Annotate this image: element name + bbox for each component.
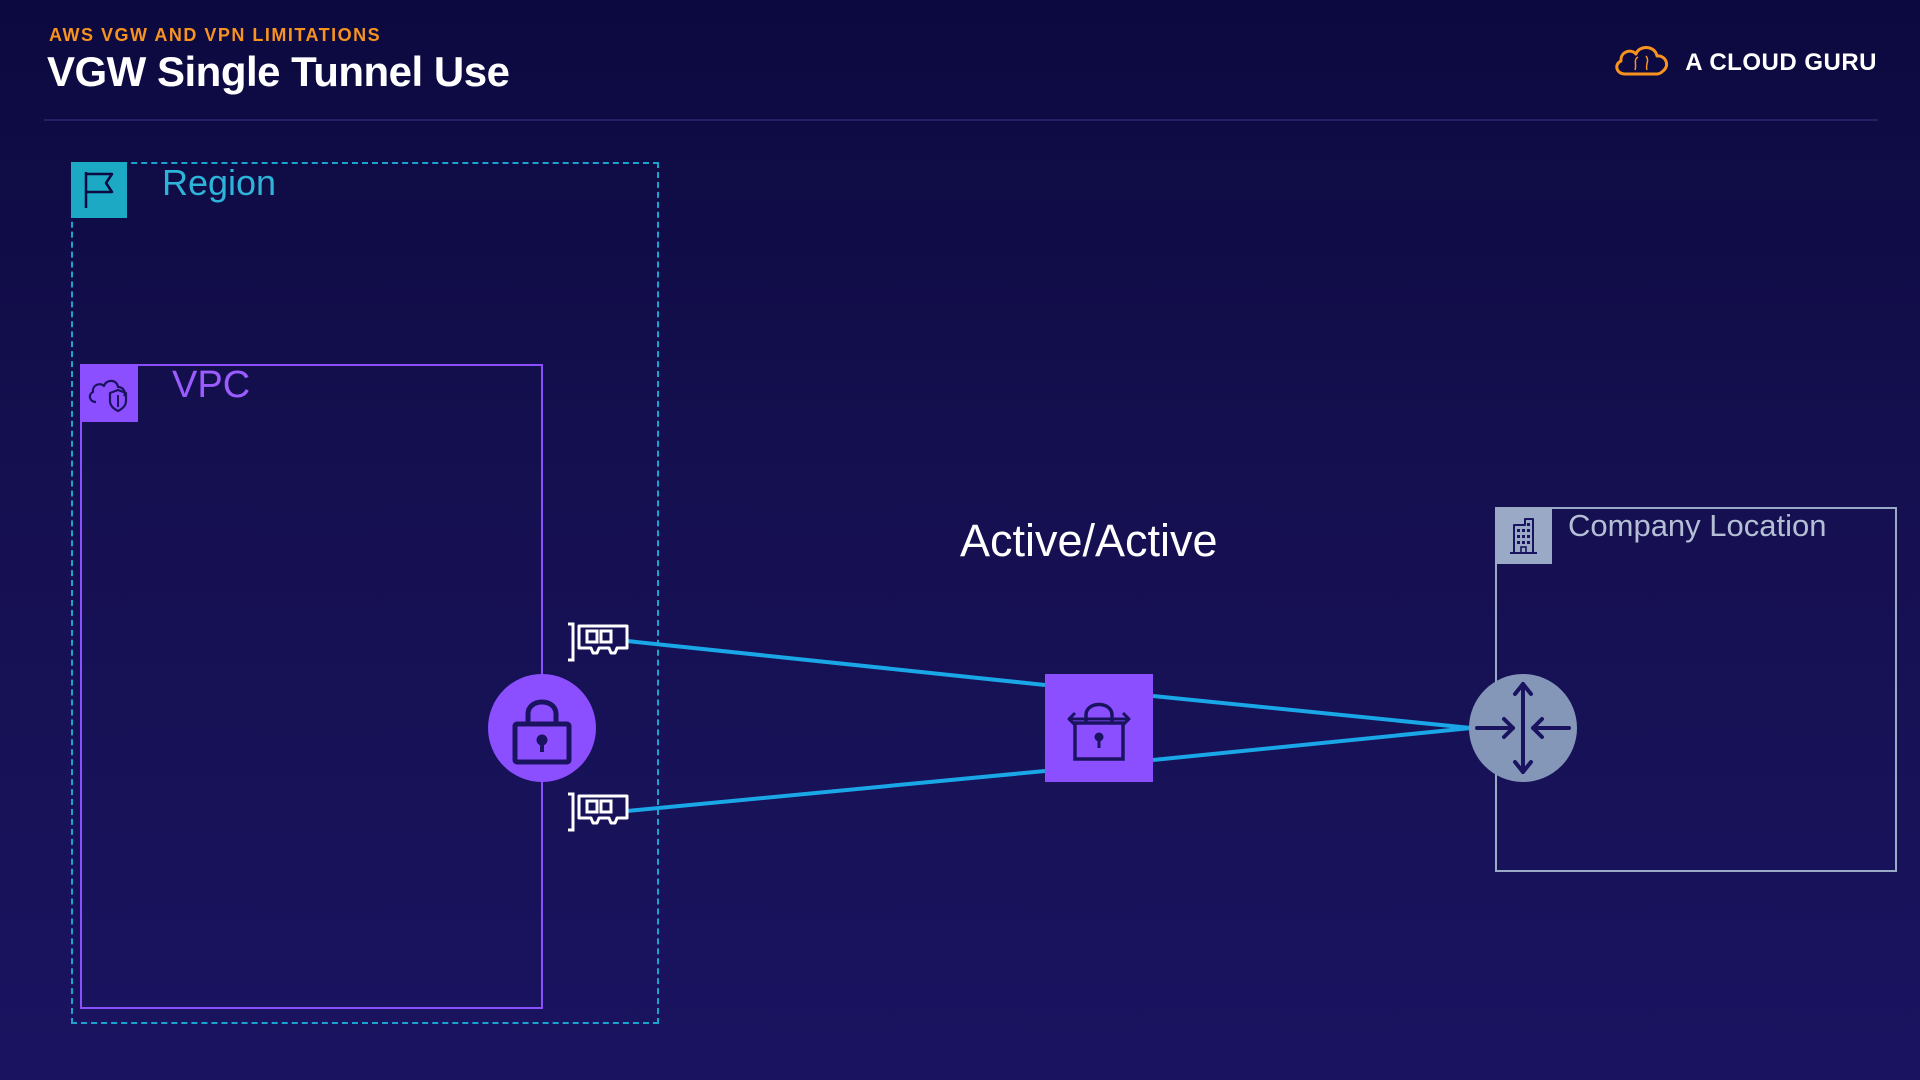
region-boundary xyxy=(71,162,659,1024)
cloud-icon xyxy=(1611,40,1673,85)
page-title: VGW Single Tunnel Use xyxy=(47,48,510,95)
vpn-connection xyxy=(1045,674,1153,782)
tunnel-mode-label: Active/Active xyxy=(960,515,1218,566)
region-label: Region xyxy=(162,162,277,203)
vpn-lock-icon xyxy=(1067,702,1131,761)
network-interface-icon xyxy=(565,618,631,666)
tunnel-line-vpn-bottom-to-router xyxy=(1152,726,1472,762)
vpc-label: VPC xyxy=(172,364,251,406)
tunnel-line-vpn-top-to-router xyxy=(1152,694,1472,730)
virtual-private-gateway xyxy=(488,674,596,782)
flag-icon xyxy=(71,162,127,218)
padlock-icon xyxy=(512,699,572,765)
router-icon xyxy=(1475,682,1571,774)
network-interface-icon xyxy=(565,788,631,836)
brand-logo: A CLOUD GURU xyxy=(1611,40,1877,85)
customer-gateway xyxy=(1469,674,1577,782)
building-icon xyxy=(1495,507,1552,564)
tunnel-line-bottom-to-vpn xyxy=(626,769,1046,813)
header-divider xyxy=(44,119,1878,121)
tunnel-line-top-to-vpn xyxy=(626,639,1046,687)
section-kicker: AWS VGW AND VPN LIMITATIONS xyxy=(49,25,382,45)
brand-name: A CLOUD GURU xyxy=(1685,48,1877,76)
company-location-label: Company Location xyxy=(1568,508,1827,543)
cloud-shield-icon xyxy=(80,364,138,422)
